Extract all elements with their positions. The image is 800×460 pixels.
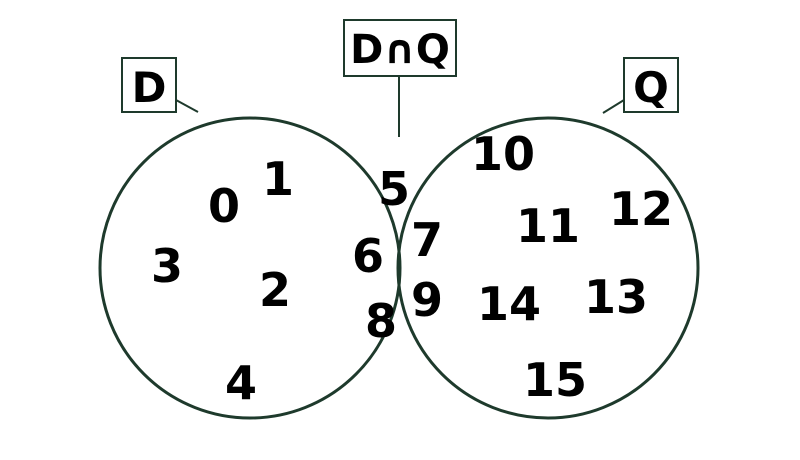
leader-line-d	[175, 99, 199, 113]
q-element: 15	[523, 353, 587, 407]
d-element: 0	[208, 179, 240, 233]
d-element: 1	[262, 152, 294, 206]
label-q: Q	[633, 63, 669, 112]
label-intersection: D∩Q	[350, 27, 450, 73]
intersection-element: 5	[378, 162, 410, 216]
d-element: 2	[259, 263, 291, 317]
label-box-q	[623, 57, 679, 113]
q-element: 11	[516, 199, 580, 253]
leader-line-q	[602, 99, 625, 114]
intersection-element: 7	[411, 213, 443, 267]
q-element: 13	[584, 270, 648, 324]
q-element: 14	[477, 277, 541, 331]
label-box-intersection	[343, 19, 457, 77]
d-element: 3	[151, 239, 183, 293]
intersection-element: 9	[411, 273, 443, 327]
intersection-element: 8	[365, 294, 397, 348]
circle-d	[98, 116, 402, 420]
intersection-element: 6	[352, 229, 384, 283]
q-element: 12	[609, 182, 673, 236]
d-element: 4	[225, 356, 257, 410]
label-box-d	[121, 57, 177, 113]
label-d: D	[132, 63, 167, 112]
q-element: 10	[471, 127, 535, 181]
circle-q	[396, 116, 700, 420]
